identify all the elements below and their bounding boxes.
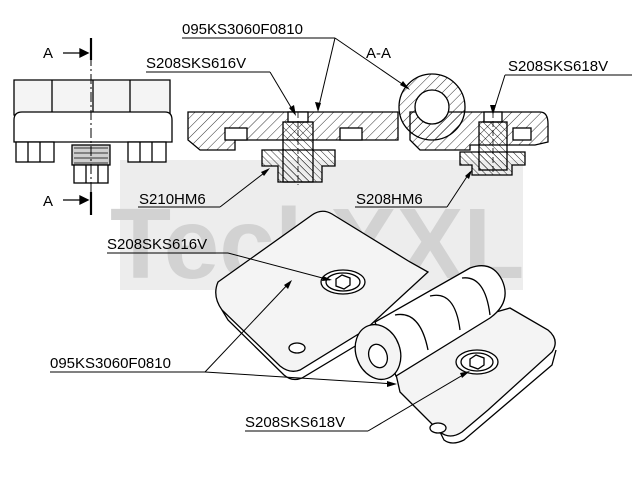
section-view [187,73,549,185]
side-base-plate [13,111,173,143]
iso-foot [288,342,306,354]
section-recess [224,127,248,141]
section-recess [512,127,532,141]
label-screw-iso-bottom: S208SKS618V [245,414,345,431]
iso-view [215,210,557,444]
side-top-block [13,79,171,116]
side-view [13,38,173,215]
label-hinge-top: 095KS3060F0810 [182,21,303,38]
iso-pin-hole [367,343,389,369]
side-foot-left [15,141,55,163]
iso-foot [429,422,447,434]
label-nut-left: S210HM6 [139,191,206,208]
section-arrow-top [79,47,90,59]
section-recess [339,127,363,141]
label-nut-right: S208HM6 [356,191,423,208]
leader-lines [50,37,632,432]
section-view-label: A-A [366,45,391,62]
label-hinge-iso: 095KS3060F0810 [50,355,171,372]
section-marker-bottom: A [43,193,53,210]
section-arrow-bottom [79,194,90,206]
label-screw-left-top: S208SKS616V [146,55,246,72]
leader-arrows [261,81,496,387]
section-marker-top: A [43,45,53,62]
label-screw-iso-top: S208SKS616V [107,236,207,253]
section-nut-left [261,149,336,183]
hex-socket-icon [469,354,485,370]
hex-socket-icon [335,274,351,290]
iso-knuckle-body [374,265,506,377]
label-screw-right-top: S208SKS618V [508,58,608,75]
section-nut-right [459,151,526,176]
side-foot-right [127,141,167,163]
section-pin-hole [414,89,450,125]
iso-left-leaf [215,210,430,372]
